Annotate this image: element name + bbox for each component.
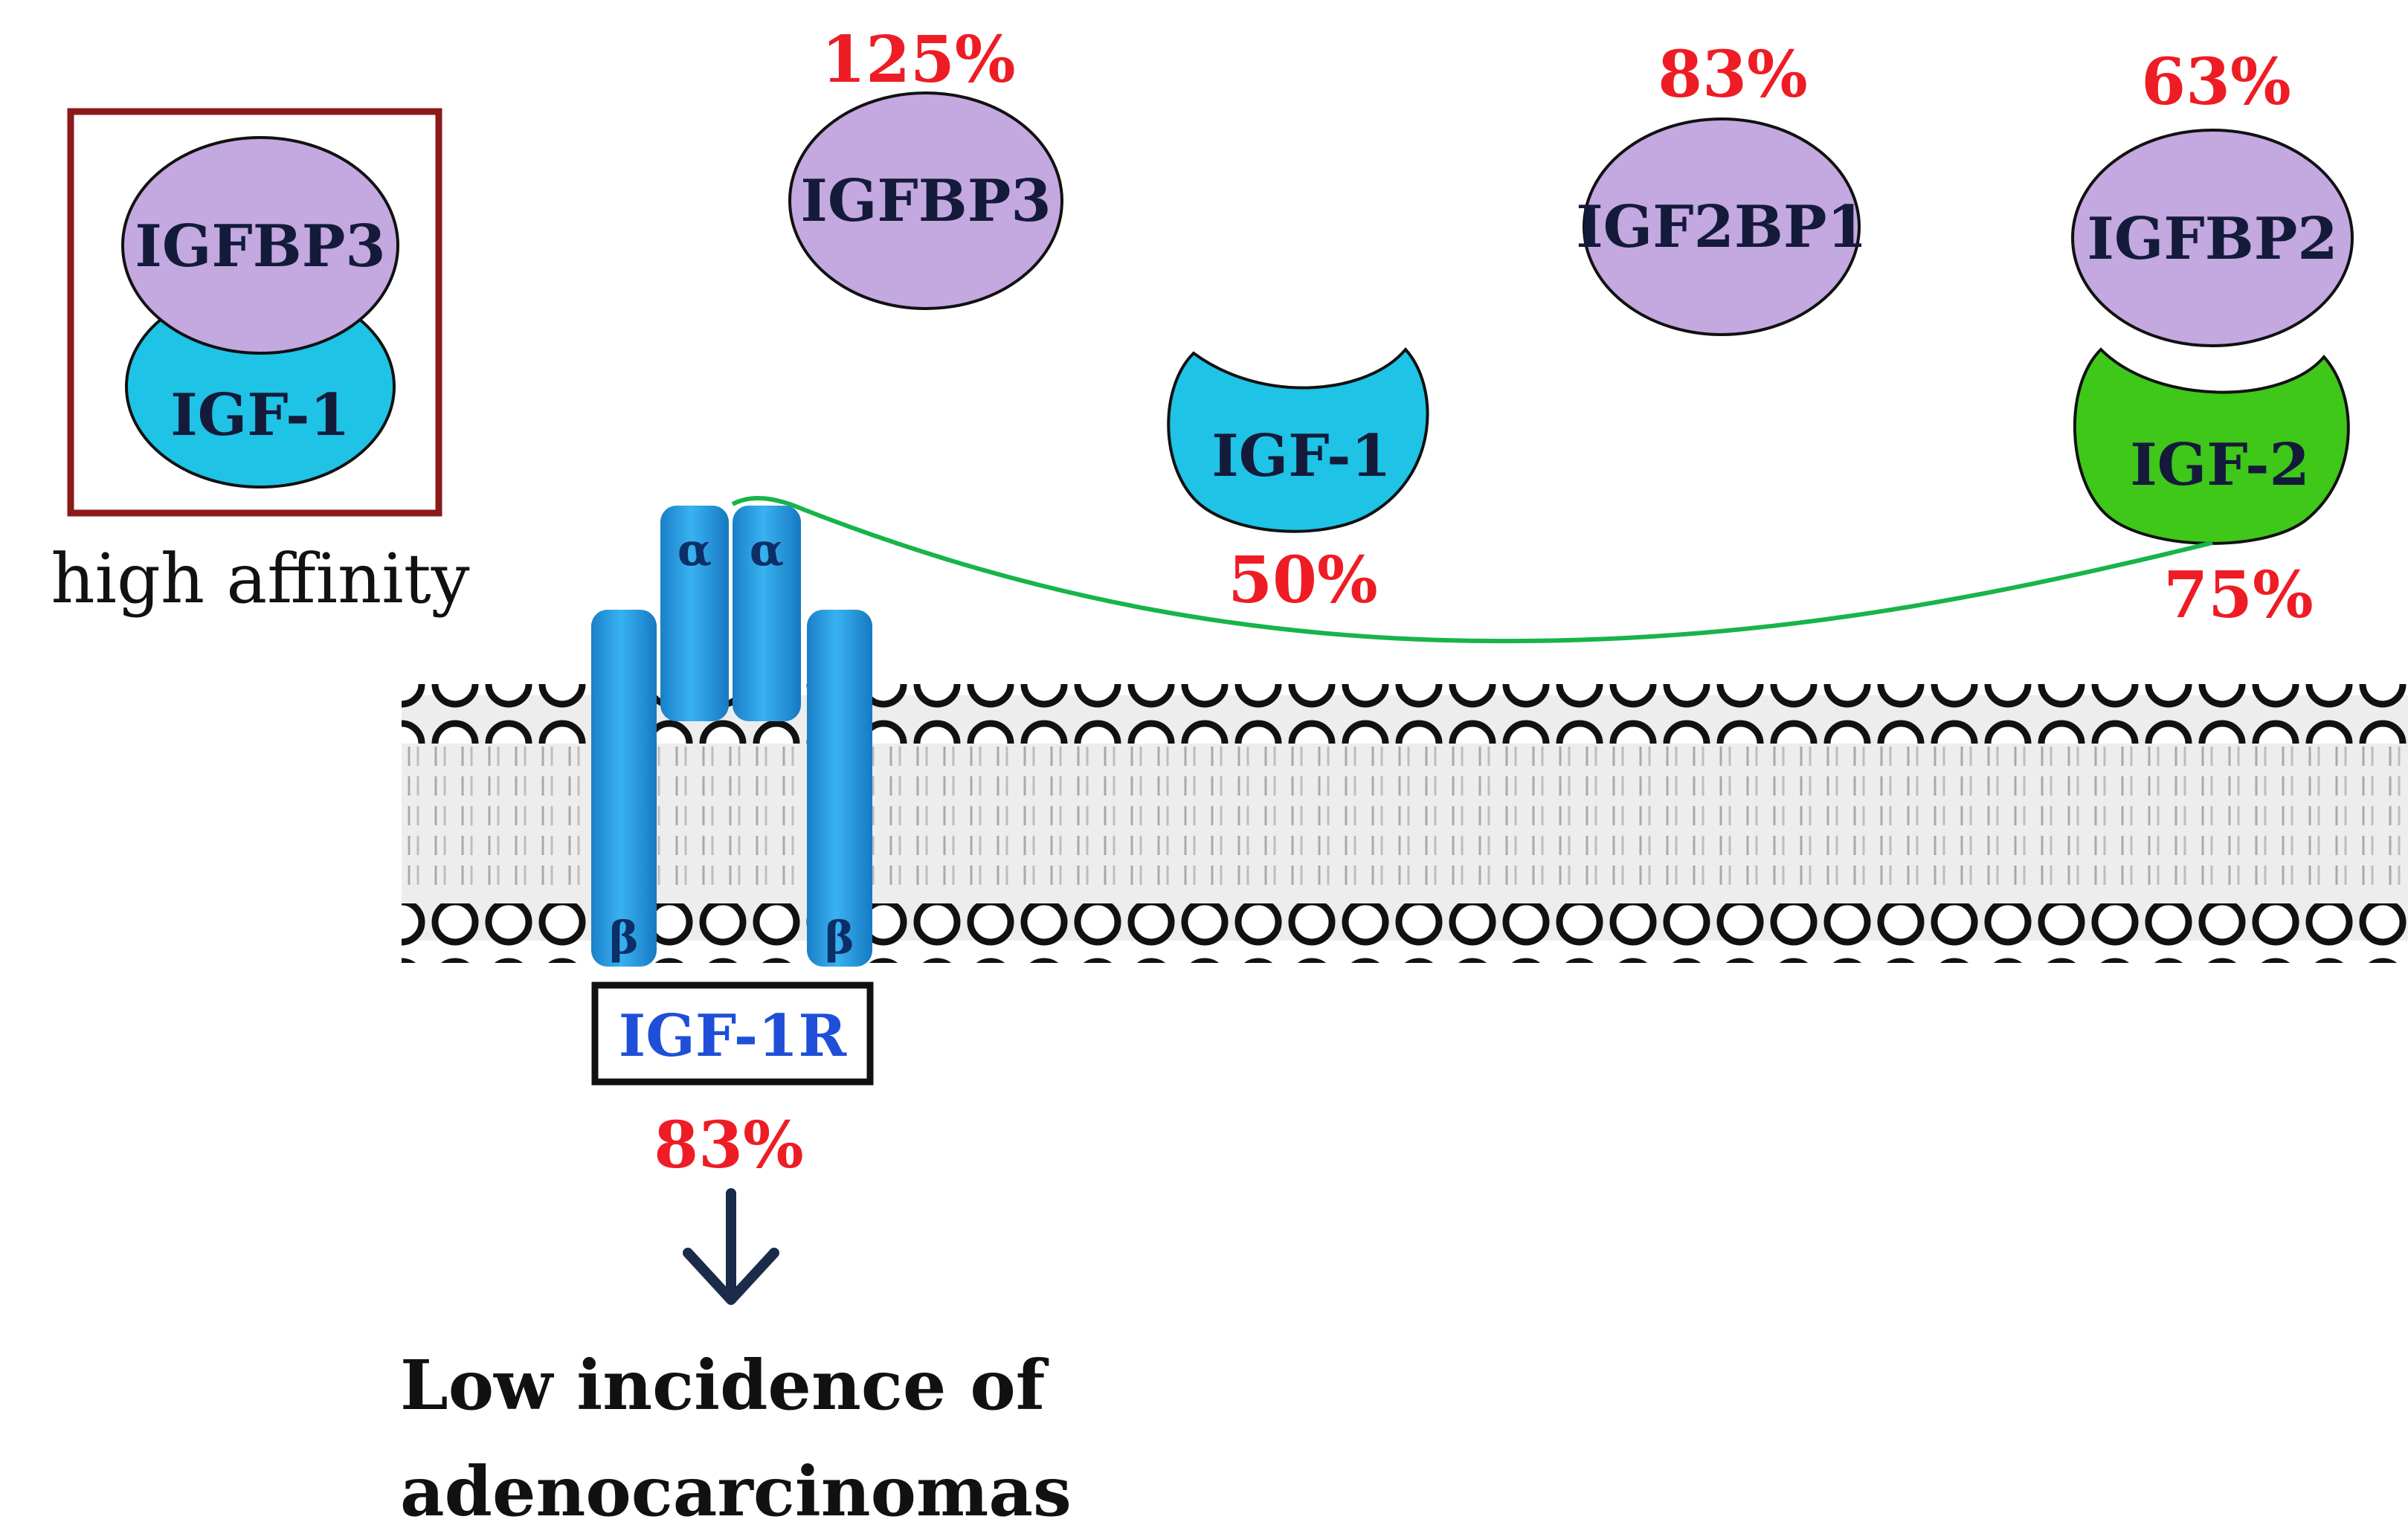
igf1r-label: IGF-1R bbox=[619, 1002, 848, 1070]
inner-lipid-heads bbox=[402, 903, 2408, 963]
igf2bp1-shape bbox=[1583, 117, 1861, 336]
igf1-shape bbox=[1167, 346, 1429, 533]
complex-igfbp3-label: IGFBP3 bbox=[135, 213, 385, 280]
igf2-protein: IGF-2 75% bbox=[2073, 347, 2350, 633]
down-arrow-icon bbox=[683, 1188, 779, 1305]
receptor-igf2-connector bbox=[731, 496, 2213, 644]
outcome-line-1: Low incidence of bbox=[400, 1345, 1049, 1425]
igfbp2-shape bbox=[2071, 129, 2354, 347]
igfbp3-protein: 125% IGFBP3 bbox=[788, 22, 1063, 310]
igf2-label: IGF-2 bbox=[2130, 431, 2310, 499]
high-affinity-caption: high affinity bbox=[51, 539, 469, 619]
cell-membrane bbox=[402, 684, 2408, 963]
complex-igfbp3-shape bbox=[121, 136, 399, 355]
alpha-right-label: α bbox=[750, 524, 784, 576]
outcome-line-2: adenocarcinomas bbox=[400, 1451, 1072, 1524]
alpha-left-label: α bbox=[677, 524, 712, 576]
igf1-label: IGF-1 bbox=[1211, 422, 1391, 490]
complex-highlight-box bbox=[67, 108, 442, 517]
igfbp2-label: IGFBP2 bbox=[2087, 205, 2337, 273]
receptor-beta-left bbox=[591, 610, 657, 967]
igf1r-label-group: IGF-1R 83% bbox=[591, 981, 874, 1183]
beta-right-label: β bbox=[825, 912, 854, 964]
igfbp3-shape bbox=[788, 91, 1063, 310]
igf1-percent: 50% bbox=[1228, 543, 1377, 618]
igfbp2-percent: 63% bbox=[2141, 45, 2291, 120]
igfbp2-protein: 63% IGFBP2 bbox=[2071, 45, 2354, 347]
igf2bp1-protein: 83% IGF2BP1 bbox=[1576, 37, 1867, 336]
complex-igf1-label: IGF-1 bbox=[170, 381, 350, 449]
igf2-shape bbox=[2073, 347, 2350, 545]
igf1r-label-box bbox=[591, 981, 874, 1086]
igf1-protein: IGF-1 50% bbox=[1167, 346, 1429, 618]
igf2bp1-label: IGF2BP1 bbox=[1576, 193, 1867, 261]
igf1r-receptor: α α β β bbox=[591, 506, 872, 967]
igf2bp1-percent: 83% bbox=[1658, 37, 1807, 112]
igfbp3-label: IGFBP3 bbox=[800, 167, 1051, 235]
lipid-tails bbox=[402, 744, 2408, 892]
igf1r-percent: 83% bbox=[654, 1108, 803, 1183]
igf2-percent: 75% bbox=[2163, 558, 2313, 633]
receptor-alpha-left bbox=[660, 506, 729, 721]
receptor-alpha-right bbox=[733, 506, 801, 721]
beta-left-label: β bbox=[609, 912, 639, 964]
high-affinity-complex: IGFBP3 IGF-1 high affinity bbox=[51, 108, 470, 619]
receptor-beta-right bbox=[807, 610, 872, 967]
igfbp3-percent: 125% bbox=[821, 22, 1015, 97]
